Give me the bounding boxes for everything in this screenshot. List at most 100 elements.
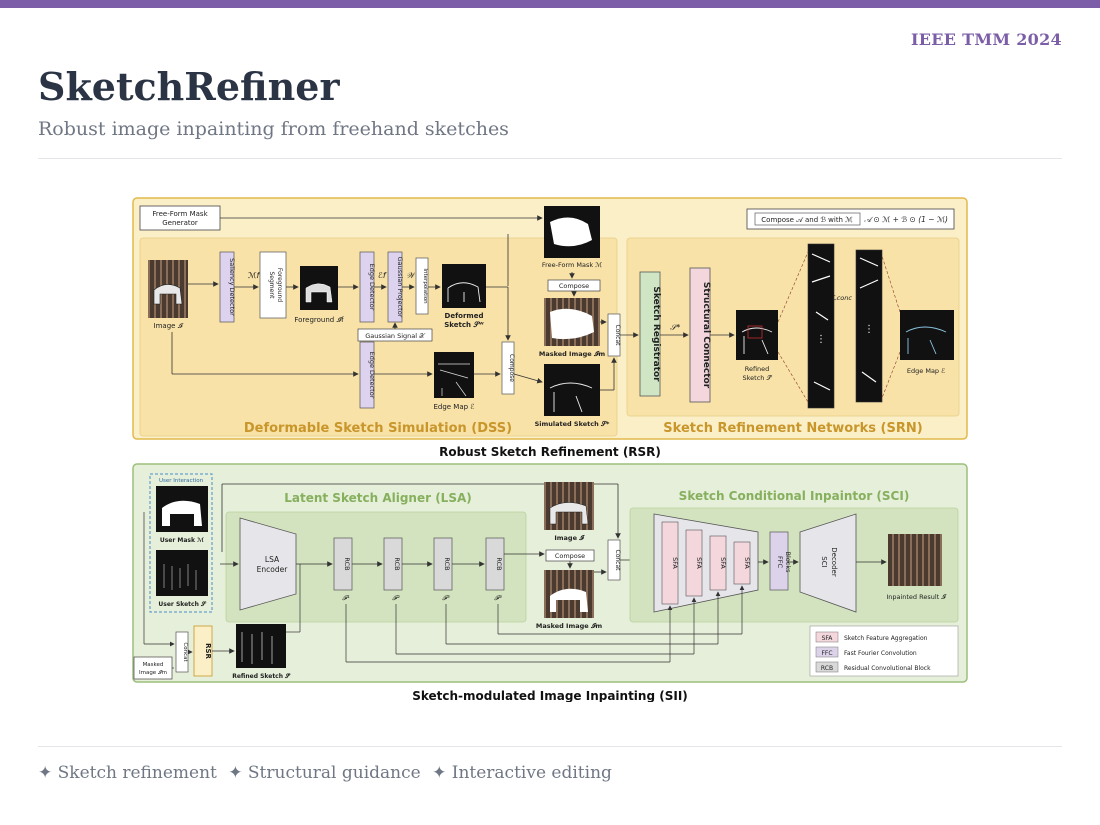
svg-text:Deformed: Deformed	[445, 312, 484, 320]
svg-text:SFA: SFA	[671, 557, 679, 569]
footer-item-3: ✦ Interactive editing	[432, 763, 612, 783]
svg-text:Decoder: Decoder	[830, 547, 838, 577]
free-form-mask-generator-line2: Generator	[162, 219, 198, 227]
svg-text:𝓕³: 𝓕³	[442, 594, 450, 602]
ffc-blocks	[769, 531, 789, 591]
svg-text:𝒮*: 𝒮*	[670, 323, 680, 332]
venue-label: IEEE TMM 2024	[911, 30, 1062, 49]
svg-text:Segment: Segment	[268, 272, 275, 300]
svg-text:RCB: RCB	[343, 557, 351, 570]
top-accent-bar	[0, 0, 1100, 8]
srn-title: Sketch Refinement Networks (SRN)	[663, 421, 922, 436]
svg-text:Interpolation: Interpolation	[422, 268, 428, 304]
svg-text:Sketch 𝒮ᵂ: Sketch 𝒮ᵂ	[444, 321, 484, 329]
refined-patch-strip	[807, 243, 835, 409]
legend-abbr-ffc: FFC	[821, 650, 832, 657]
sketch-registrator-box	[639, 271, 661, 397]
svg-text:Image 𝓘m: Image 𝓘m	[139, 670, 167, 676]
compose-formula-label: Compose 𝒜 and ℬ with ℳ	[761, 216, 853, 224]
svg-text:SFA: SFA	[695, 557, 703, 569]
svg-text:User Mask ℳ: User Mask ℳ	[160, 537, 204, 544]
svg-text:FFC: FFC	[776, 556, 784, 568]
edge-map-output-thumbnail	[900, 310, 954, 360]
svg-text:Compose: Compose	[508, 354, 515, 382]
svg-text:Edge Map ℰ: Edge Map ℰ	[433, 403, 474, 411]
mf-label: ℳf	[248, 271, 261, 280]
svg-text:Concat: Concat	[614, 325, 621, 347]
free-form-mask-generator-box	[139, 205, 221, 231]
lsa-encoder-shape	[239, 517, 297, 611]
svg-text:SFA: SFA	[719, 557, 727, 569]
svg-text:ℒconc: ℒconc	[832, 294, 852, 302]
svg-text:Foreground: Foreground	[276, 268, 283, 302]
edge-map-thumbnail	[434, 352, 474, 398]
footer-divider	[38, 746, 1062, 747]
svg-text:Edge Detector: Edge Detector	[368, 264, 376, 311]
sii-caption: Sketch-modulated Image Inpainting (SII)	[412, 689, 688, 702]
sfa-block-3	[709, 535, 727, 591]
ef-label: ℰf	[378, 271, 387, 280]
svg-text:Image 𝓘: Image 𝓘	[554, 534, 585, 542]
inpainted-result-thumbnail	[888, 534, 942, 586]
user-sketch-thumbnail	[156, 550, 208, 596]
svg-text:Refined: Refined	[745, 365, 770, 373]
svg-text:Masked Image 𝓘m: Masked Image 𝓘m	[536, 622, 602, 630]
edge-detector-2-box	[359, 341, 375, 409]
legend-abbr-sfa: SFA	[822, 635, 834, 642]
compose-vertical-box	[501, 341, 515, 395]
svg-text:Simulated Sketch 𝒮*: Simulated Sketch 𝒮*	[535, 420, 610, 428]
refined-sketch-thumbnail	[736, 310, 778, 360]
legend-swatch-sfa	[815, 631, 839, 643]
page-title: SketchRefiner	[38, 64, 340, 109]
dss-title: Deformable Sketch Simulation (DSS)	[244, 421, 512, 436]
foreground-label: Foreground 𝓘f	[294, 316, 344, 324]
footer-item-2: ✦ Structural guidance	[228, 763, 421, 783]
rsr-caption: Robust Sketch Refinement (RSR)	[439, 445, 661, 459]
architecture-figure: Free-Form Mask Generator Compose 𝒜 and ℬ…	[132, 197, 968, 702]
svg-text:Compose: Compose	[559, 282, 589, 290]
legend-text-ffc: Fast Fourier Convolution	[844, 650, 917, 657]
svg-text:User Sketch 𝒮: User Sketch 𝒮	[158, 601, 207, 608]
svg-text:Sketch Registrator: Sketch Registrator	[651, 286, 661, 382]
sfa-block-2	[685, 529, 703, 597]
free-form-mask-generator-line1: Free-Form Mask	[152, 210, 208, 218]
image-label: Image 𝓘	[154, 322, 184, 330]
svg-text:⋮: ⋮	[816, 334, 826, 345]
lsa-title: Latent Sketch Aligner (LSA)	[284, 491, 472, 505]
legend-text-sfa: Sketch Feature Aggregation	[844, 635, 928, 642]
svg-text:RCB: RCB	[443, 557, 451, 570]
sfa-block-4	[733, 541, 751, 585]
w-label: 𝒲	[406, 271, 417, 280]
svg-text:Masked Image 𝓘m: Masked Image 𝓘m	[539, 350, 605, 358]
svg-text:SFA: SFA	[743, 557, 751, 569]
legend-text-rcb: Residual Convolutional Block	[844, 665, 931, 672]
legend-swatch-rcb	[815, 661, 839, 673]
svg-text:Free-Form Mask ℳ: Free-Form Mask ℳ	[542, 261, 602, 269]
svg-text:𝓕¹: 𝓕¹	[342, 594, 350, 602]
svg-text:Encoder: Encoder	[257, 565, 289, 574]
svg-text:Inpainted Result 𝓘̂: Inpainted Result 𝓘̂	[886, 593, 947, 601]
svg-text:RCB: RCB	[393, 557, 401, 570]
svg-text:𝓕²: 𝓕²	[392, 594, 400, 602]
user-interaction-box	[149, 473, 213, 613]
svg-text:Edge Detector: Edge Detector	[368, 352, 376, 399]
saliency-detector-label: Saliency Detector	[228, 258, 236, 316]
svg-text:𝓕⁴: 𝓕⁴	[494, 594, 502, 602]
simulated-sketch-thumbnail	[544, 364, 600, 416]
footer-item-1: ✦ Sketch refinement	[38, 763, 217, 783]
rcb-block-4	[485, 537, 505, 591]
svg-text:Structural Connector: Structural Connector	[701, 282, 711, 389]
svg-text:LSA: LSA	[265, 555, 280, 564]
svg-text:User Interaction: User Interaction	[159, 478, 204, 484]
sci-title: Sketch Conditional Inpaintor (SCI)	[679, 489, 910, 503]
svg-text:Concat: Concat	[182, 642, 188, 662]
svg-text:Compose: Compose	[555, 552, 585, 560]
interpolation-box	[415, 257, 429, 315]
svg-text:RSR: RSR	[204, 643, 212, 659]
svg-text:Edge Map ℰ: Edge Map ℰ	[907, 367, 945, 375]
sci-encoder-shape	[653, 513, 759, 613]
svg-text:Concat: Concat	[614, 550, 621, 572]
segment-foreground-box	[259, 251, 287, 319]
svg-text:SCI: SCI	[820, 556, 828, 567]
